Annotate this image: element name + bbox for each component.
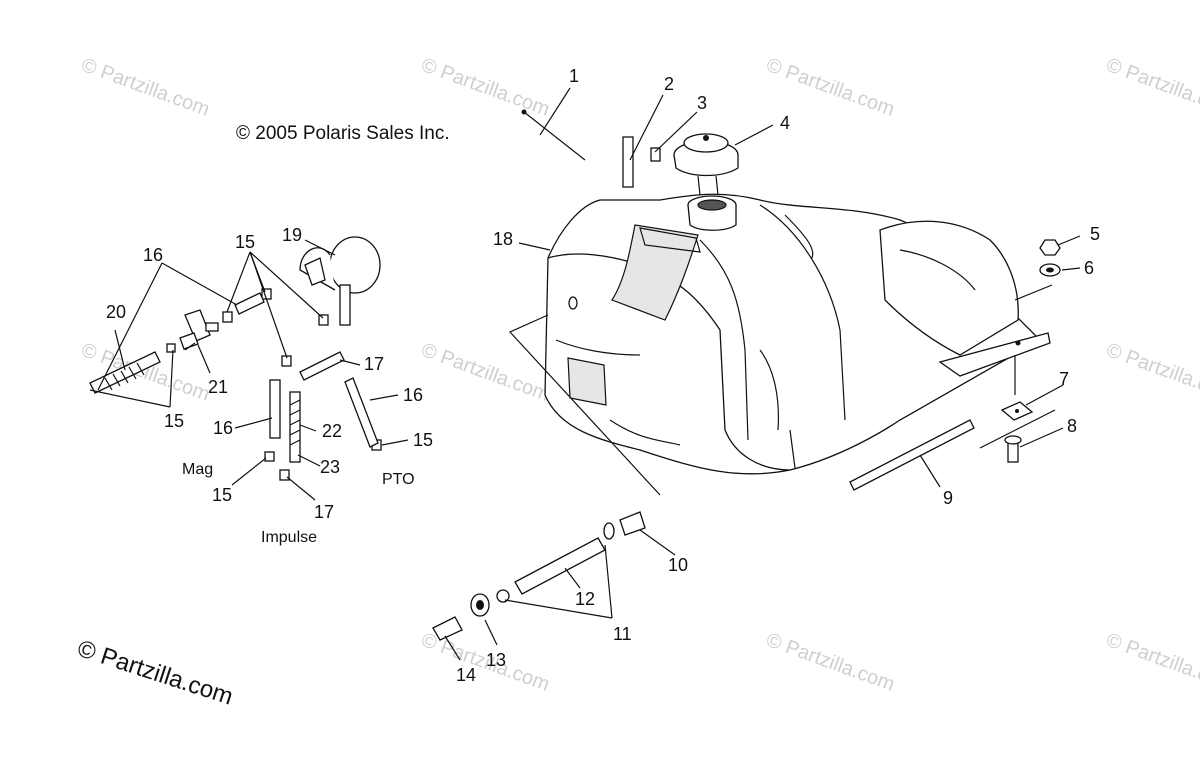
callout-21: 21	[208, 377, 228, 397]
callout-16c: 16	[213, 418, 233, 438]
watermark: © Partzilla.com	[418, 339, 552, 406]
callout-numbers: 1 2 3 4 5 6 7 8 9 10 11 12 13 14 18 19 1…	[106, 66, 1100, 685]
vent-fitting	[650, 147, 661, 162]
callout-14: 14	[456, 665, 476, 685]
callout-23: 23	[320, 457, 340, 477]
callout-1: 1	[569, 66, 579, 86]
watermark: © Partzilla.com	[1103, 54, 1200, 121]
callout-20: 20	[106, 302, 126, 322]
callout-10: 10	[668, 555, 688, 575]
callout-19: 19	[282, 225, 302, 245]
copyright-text: © 2005 Polaris Sales Inc.	[236, 123, 450, 144]
callout-17b: 17	[314, 502, 334, 522]
watermark: © Partzilla.com	[1103, 629, 1200, 696]
callout-9: 9	[943, 488, 953, 508]
nut-part	[1039, 239, 1061, 256]
callout-22: 22	[322, 421, 342, 441]
callout-18: 18	[493, 229, 513, 249]
fuel-tank	[544, 193, 1051, 475]
callout-5: 5	[1090, 224, 1100, 244]
callout-2: 2	[664, 74, 674, 94]
callout-13: 13	[486, 650, 506, 670]
callout-8: 8	[1067, 416, 1077, 436]
callout-6: 6	[1084, 258, 1094, 278]
callout-17a: 17	[364, 354, 384, 374]
watermark: © Partzilla.com	[78, 54, 212, 121]
fuel-cap	[673, 133, 739, 196]
callout-15b: 15	[164, 411, 184, 431]
callout-15a: 15	[235, 232, 255, 252]
callout-3: 3	[697, 93, 707, 113]
watermark: © Partzilla.com	[418, 54, 552, 121]
callout-16b: 16	[403, 385, 423, 405]
rubber-strip	[849, 419, 975, 491]
watermark: © Partzilla.com	[1103, 339, 1200, 406]
callout-4: 4	[780, 113, 790, 133]
watermark: © Partzilla.com	[763, 629, 897, 696]
callout-15c: 15	[413, 430, 433, 450]
callout-7: 7	[1059, 369, 1069, 389]
watermark: © Partzilla.com	[78, 339, 212, 406]
mag-label: Mag	[182, 461, 213, 478]
callout-12: 12	[575, 589, 595, 609]
fuel-valve-assembly	[89, 236, 382, 481]
lower-hose-assembly	[432, 511, 646, 641]
pto-label: PTO	[382, 471, 415, 488]
partzilla-watermark: © Partzilla.com	[74, 635, 236, 711]
callout-15d: 15	[212, 485, 232, 505]
watermark: © Partzilla.com	[763, 54, 897, 121]
impulse-label: Impulse	[261, 529, 317, 546]
strap-part	[523, 111, 586, 161]
callout-16a: 16	[143, 245, 163, 265]
callout-11: 11	[613, 624, 632, 644]
leader-lines	[89, 87, 1081, 661]
vent-tube	[622, 136, 634, 188]
